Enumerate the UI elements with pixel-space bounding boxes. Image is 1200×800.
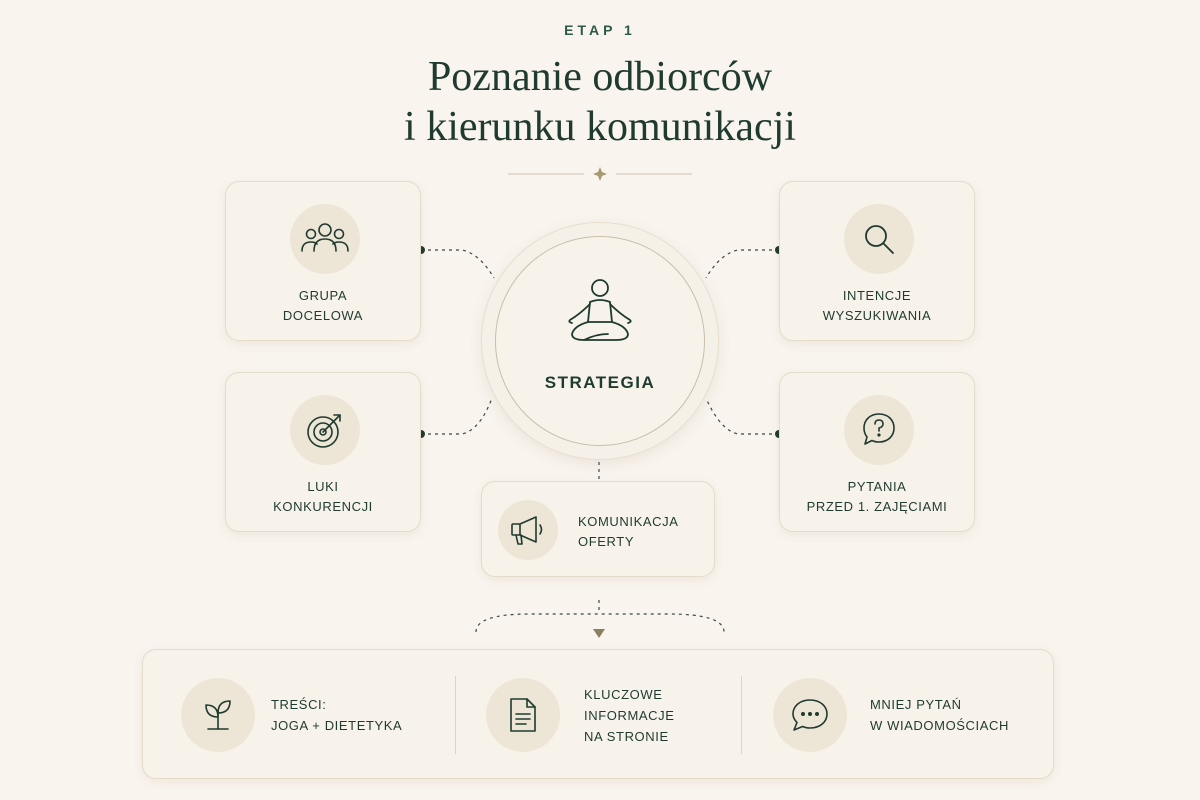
stage-eyebrow: ETAP 1 bbox=[564, 22, 636, 38]
tile-first-class-questions: PYTANIA PRZED 1. ZAJĘCIAMI bbox=[779, 372, 975, 532]
page-title: Poznanie odbiorców i kierunku komunikacj… bbox=[0, 52, 1200, 152]
ornament-divider bbox=[508, 167, 692, 181]
strategy-hub bbox=[495, 236, 705, 446]
sprout-icon bbox=[181, 678, 255, 752]
chat-bubble-icon bbox=[773, 678, 847, 752]
offer-label: KOMUNIKACJA OFERTY bbox=[578, 514, 679, 549]
tile-label: LUKI KONKURENCJI bbox=[273, 479, 373, 514]
target-icon bbox=[290, 395, 360, 465]
title-line-2: i kierunku komunikacji bbox=[404, 104, 796, 150]
question-bubble-icon bbox=[844, 395, 914, 465]
arrow-down-icon bbox=[593, 629, 605, 638]
search-icon bbox=[844, 204, 914, 274]
results-divider bbox=[741, 676, 742, 754]
tile-label: PYTANIA PRZED 1. ZAJĘCIAMI bbox=[806, 479, 948, 514]
connector-gaps bbox=[421, 397, 493, 435]
title-line-1: Poznanie odbiorców bbox=[427, 54, 773, 100]
tile-label: INTENCJE WYSZUKIWANIA bbox=[822, 288, 932, 323]
tile-target-group: GRUPA DOCELOWA bbox=[225, 181, 421, 341]
tile-label: GRUPA DOCELOWA bbox=[282, 288, 364, 323]
result-key-info: KLUCZOWE INFORMACJE NA STRONIE bbox=[456, 650, 741, 780]
connector-intent bbox=[705, 249, 779, 279]
tile-search-intent: INTENCJE WYSZUKIWANIA bbox=[779, 181, 975, 341]
result-label: MNIEJ PYTAŃ W WIADOMOŚCIACH bbox=[870, 697, 1009, 733]
result-label: KLUCZOWE INFORMACJE NA STRONIE bbox=[584, 687, 675, 744]
result-label: TREŚCI: JOGA + DIETETYKA bbox=[271, 697, 403, 733]
meditation-icon bbox=[568, 279, 632, 341]
tile-competition-gaps: LUKI KONKURENCJI bbox=[225, 372, 421, 532]
connector-group bbox=[421, 249, 495, 279]
connector-results bbox=[475, 600, 725, 633]
document-icon bbox=[486, 678, 560, 752]
connector-questions bbox=[705, 397, 779, 435]
people-group-icon bbox=[290, 204, 360, 274]
strategy-label: STRATEGIA bbox=[544, 373, 656, 392]
results-card: TREŚCI: JOGA + DIETETYKA KLUCZOWE INFORM… bbox=[142, 649, 1054, 779]
result-fewer-questions: MNIEJ PYTAŃ W WIADOMOŚCIACH bbox=[742, 650, 1055, 780]
megaphone-icon bbox=[498, 500, 558, 560]
results-divider bbox=[455, 676, 456, 754]
result-content: TREŚCI: JOGA + DIETETYKA bbox=[143, 650, 455, 780]
offer-communication-card: KOMUNIKACJA OFERTY bbox=[481, 481, 715, 577]
